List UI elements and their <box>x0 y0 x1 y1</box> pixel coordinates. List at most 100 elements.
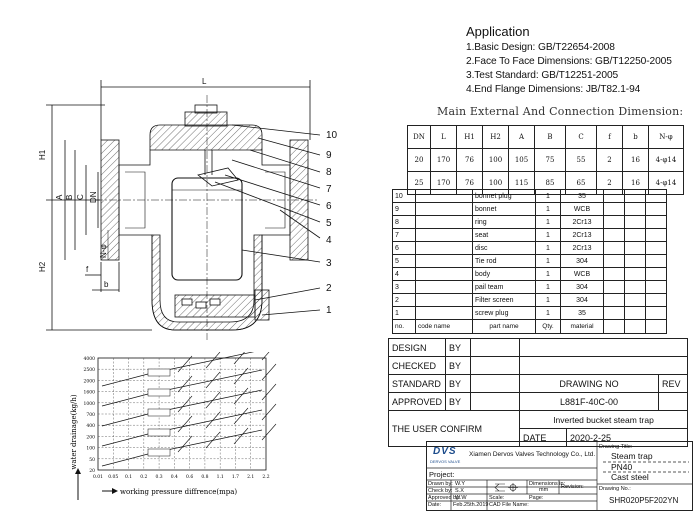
chart-series-tag <box>147 388 171 397</box>
revision-label: Revision: <box>561 484 584 490</box>
chart-series-line <box>101 429 263 467</box>
drawing-no-label: DRAWING NO <box>519 374 659 393</box>
parts-cell <box>415 228 473 242</box>
parts-empty-cell <box>645 202 667 216</box>
parts-cell: 1 <box>535 254 561 268</box>
dim-cell: 100 <box>482 148 509 172</box>
parts-cell: 5 <box>392 254 416 268</box>
parts-cell: 1 <box>392 306 416 320</box>
parts-cell: 8 <box>392 215 416 229</box>
chart-series-tag <box>147 448 171 457</box>
parts-empty-cell <box>645 280 667 294</box>
drawn-by-value: W.Y <box>455 481 466 487</box>
chart-series-stroke <box>205 352 221 369</box>
parts-cell: screw plug <box>472 306 536 320</box>
parts-empty-cell <box>645 215 667 229</box>
chart-series-stroke <box>177 375 193 393</box>
dimensions-unit: mm <box>539 487 549 493</box>
parts-cell: 4 <box>392 267 416 281</box>
standard-label: STANDARD <box>387 374 447 393</box>
parts-empty-cell <box>603 189 625 203</box>
parts-cell: 6 <box>392 241 416 255</box>
chart-y-arrowhead <box>75 468 81 474</box>
parts-cell: 1 <box>535 189 561 203</box>
chart-series-stroke <box>233 367 249 385</box>
parts-cell: 304 <box>560 280 604 294</box>
parts-cell <box>415 254 473 268</box>
chart-x-tick: 0.1 <box>125 474 132 480</box>
chart-series-tag <box>147 368 171 377</box>
date-label: Date: <box>428 502 442 508</box>
chart-series-stroke <box>233 387 249 405</box>
design-label: DESIGN <box>387 338 447 357</box>
callout-4: 4 <box>326 235 332 246</box>
company-logo: DVS <box>433 446 457 457</box>
dim-label-b: B <box>65 195 74 200</box>
drawn-by-label: Drawn by: <box>428 481 453 487</box>
drawing-number: L881F-40C-00 <box>519 392 659 411</box>
parts-empty-cell <box>645 241 667 255</box>
parts-empty-cell <box>603 241 625 255</box>
dim-header-cell: H1 <box>456 125 483 149</box>
parts-empty-cell <box>603 254 625 268</box>
dim-header-cell: N-φ <box>648 125 684 149</box>
chart-x-arrowhead <box>112 488 118 494</box>
callout-8: 8 <box>326 167 332 178</box>
parts-cell: 3 <box>392 280 416 294</box>
chart-x-label: working pressure diffrence(mpa) <box>120 488 237 496</box>
parts-empty-cell <box>624 215 646 229</box>
company-logo-sub: DERVOS VALVE <box>430 459 461 464</box>
parts-cell: 1 <box>535 267 561 281</box>
project-label: Project: <box>429 470 455 479</box>
date-label: DATE <box>519 428 568 447</box>
dim-label-h2: H2 <box>38 261 47 272</box>
chart-y-tick: 4000 <box>84 356 96 362</box>
chart-series-stroke <box>261 423 277 441</box>
parts-cell: 2Cr13 <box>560 228 604 242</box>
approved-by-label: Approved by: <box>428 495 461 501</box>
chart-x-tick: 0.4 <box>171 474 178 480</box>
chart-series-stroke <box>177 435 193 453</box>
parts-cell: Filter screen <box>472 293 536 307</box>
parts-cell <box>415 306 473 320</box>
dimension-table-header: DN L H1 H2 A B C f b N-φ <box>407 125 684 149</box>
callout-6: 6 <box>326 201 332 212</box>
chart-series-stroke <box>233 427 249 445</box>
dim-header-cell: H2 <box>482 125 509 149</box>
parts-cell: 1 <box>535 306 561 320</box>
parts-cell: 10 <box>392 189 416 203</box>
dim-cell: 20 <box>407 148 431 172</box>
dim-header-cell: L <box>430 125 457 149</box>
by-label: BY <box>445 392 472 411</box>
dimensions-label: Dimensions in: <box>529 481 566 487</box>
parts-cell: body <box>472 267 536 281</box>
parts-empty-cell <box>645 189 667 203</box>
dim-cell: 75 <box>534 148 566 172</box>
chart-series-stroke <box>205 371 221 389</box>
parts-cell: Tie rod <box>472 254 536 268</box>
cad-file-label: CAD File Name: <box>489 502 529 508</box>
dim-label-l: L <box>202 77 207 86</box>
approved-label: APPROVED <box>387 392 447 411</box>
company-block-grid <box>427 442 692 510</box>
parts-cell: 1 <box>535 202 561 216</box>
chart-series-tag <box>147 428 171 437</box>
parts-cell <box>415 267 473 281</box>
parts-empty-cell <box>624 228 646 242</box>
chart-x-tick: 2.1 <box>247 474 254 480</box>
chart-y-tick: 2000 <box>84 378 96 384</box>
parts-cell: 1 <box>535 215 561 229</box>
section-view: 10 9 8 7 6 5 4 3 2 1 L H1 H2 A B C DN N-… <box>38 77 338 340</box>
chart-x-tick: 0.8 <box>201 474 208 480</box>
parts-empty-cell <box>603 306 625 320</box>
parts-empty-cell <box>624 202 646 216</box>
checked-label: CHECKED <box>387 356 447 375</box>
dim-label-n-phi: N-φ <box>99 244 108 258</box>
drawing-title-line-1: Steam trap <box>611 451 653 461</box>
